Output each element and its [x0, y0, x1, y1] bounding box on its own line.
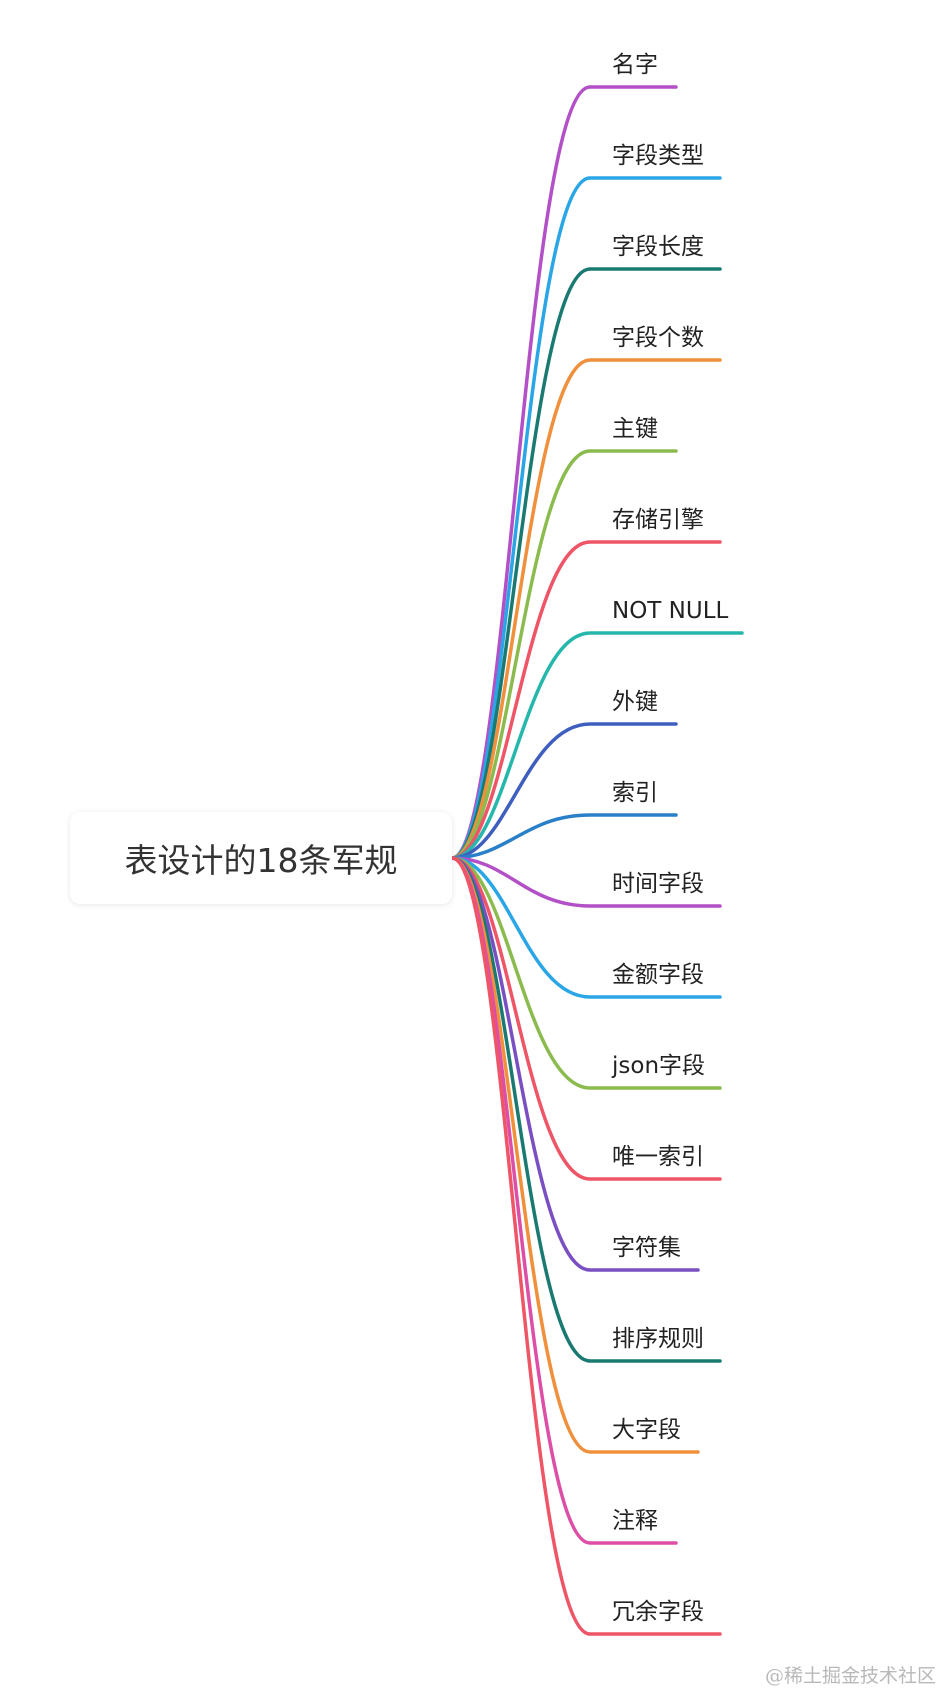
branch-node-label[interactable]: 排序规则 [612, 1326, 704, 1352]
branch-connector [450, 856, 722, 1636]
branch-node-label[interactable]: 大字段 [612, 1417, 681, 1443]
branch-node-label[interactable]: 字符集 [612, 1235, 681, 1261]
branch-node-label[interactable]: NOT NULL [612, 598, 729, 624]
branch-connector [450, 856, 722, 1090]
root-node-label: 表设计的18条军规 [124, 841, 398, 880]
branch-connector [450, 631, 744, 860]
branch-node-label[interactable]: 主键 [612, 416, 658, 442]
branch-node-label[interactable]: 唯一索引 [612, 1144, 704, 1170]
branch-connector [450, 856, 722, 908]
branch-node-label[interactable]: 注释 [612, 1508, 658, 1534]
branch-node-label[interactable]: 存储引擎 [612, 507, 704, 533]
watermark: @稀土掘金技术社区 [764, 1665, 936, 1687]
branch-node-label[interactable]: 字段长度 [612, 234, 704, 260]
root-node[interactable]: 表设计的18条军规 [70, 812, 452, 904]
branch-node-label[interactable]: 外键 [612, 689, 658, 715]
branch-connector [450, 856, 722, 1181]
branch-connector [450, 856, 722, 999]
branch-connector [450, 267, 722, 860]
branch-node-label[interactable]: json字段 [612, 1053, 706, 1079]
branch-connector [450, 449, 678, 860]
branch-node-label[interactable]: 冗余字段 [612, 1599, 704, 1625]
branch-node-label[interactable]: 名字 [612, 52, 658, 78]
branch-node-label[interactable]: 金额字段 [612, 962, 704, 988]
branch-node-label[interactable]: 字段个数 [612, 325, 704, 351]
branch-node-label[interactable]: 索引 [612, 780, 658, 806]
branch-node-label[interactable]: 时间字段 [612, 871, 704, 897]
branch-node-label[interactable]: 字段类型 [612, 143, 704, 169]
branch-connector [450, 358, 722, 860]
branch-connector [450, 813, 678, 860]
branch-connector [450, 722, 678, 860]
branch-connector [450, 540, 722, 860]
